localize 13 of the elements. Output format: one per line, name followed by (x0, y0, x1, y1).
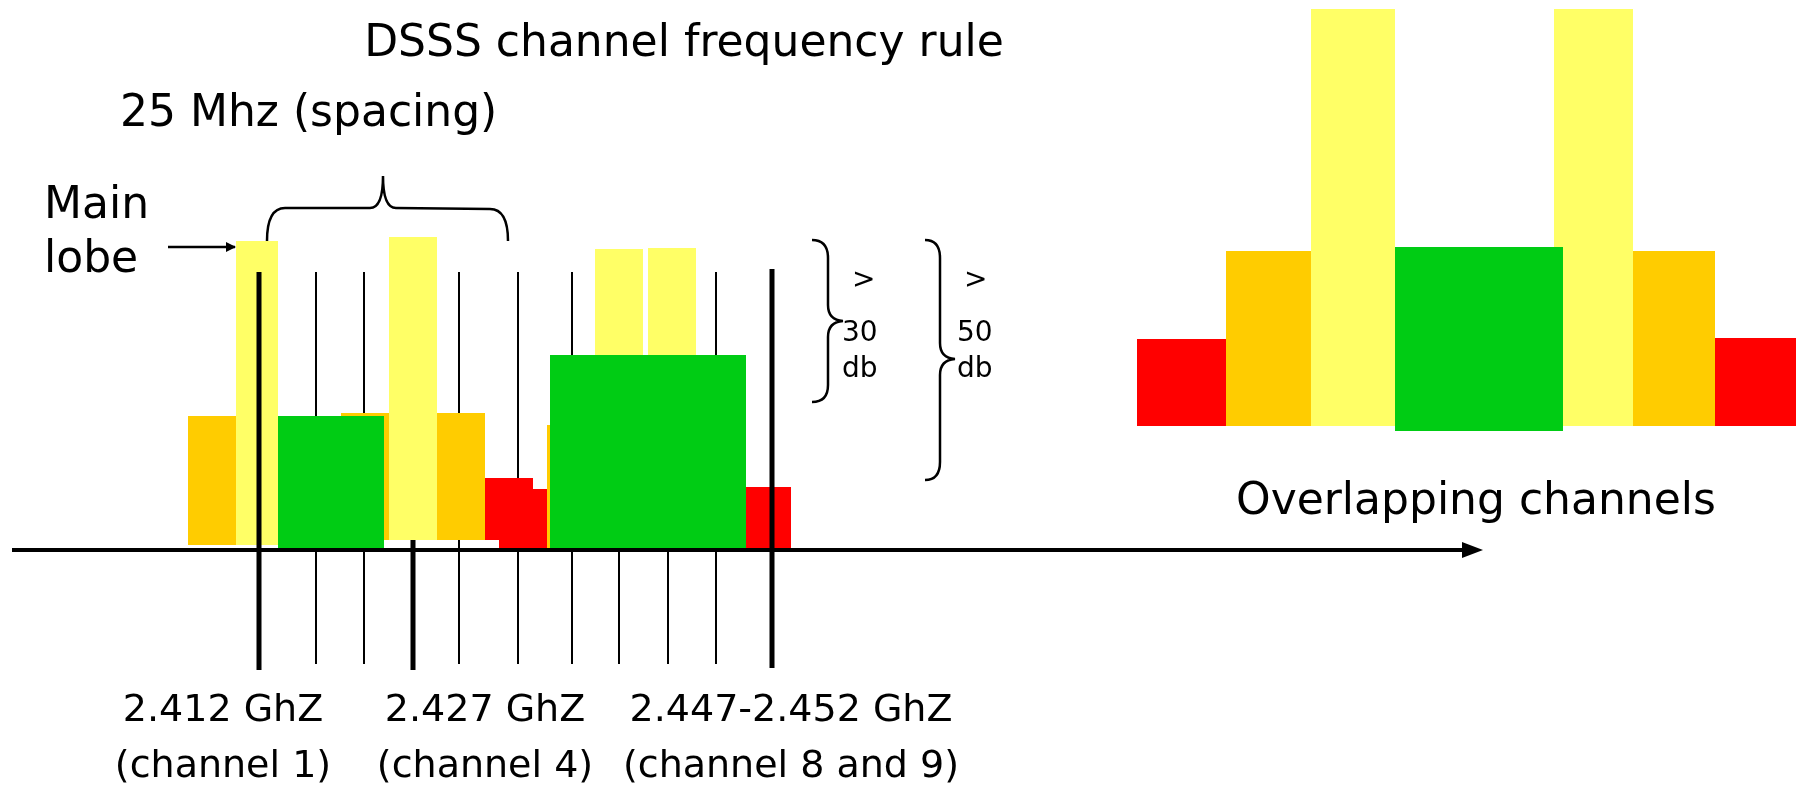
main-lobe-label: Main lobe (44, 176, 168, 284)
leader-arrow (168, 242, 236, 252)
greater-than-sign: > (852, 262, 877, 296)
overlapping-channels-label: Overlapping channels (1236, 472, 1717, 526)
spacing-label: 25 Mhz (spacing) (120, 84, 499, 138)
title: DSSS channel frequency rule (363, 14, 1005, 68)
frequency-label: 2.412 GhZ (channel 1) (113, 685, 333, 788)
frequency-label: 2.427 GhZ (channel 4) (375, 685, 595, 788)
greater-than-sign: > (964, 262, 989, 296)
frequency-label: 2.447-2.452 GhZ (channel 8 and 9) (621, 685, 961, 788)
main-lobe-bar (236, 241, 278, 545)
db-label: 50 db (957, 314, 994, 386)
db-label: 30 db (842, 314, 879, 386)
